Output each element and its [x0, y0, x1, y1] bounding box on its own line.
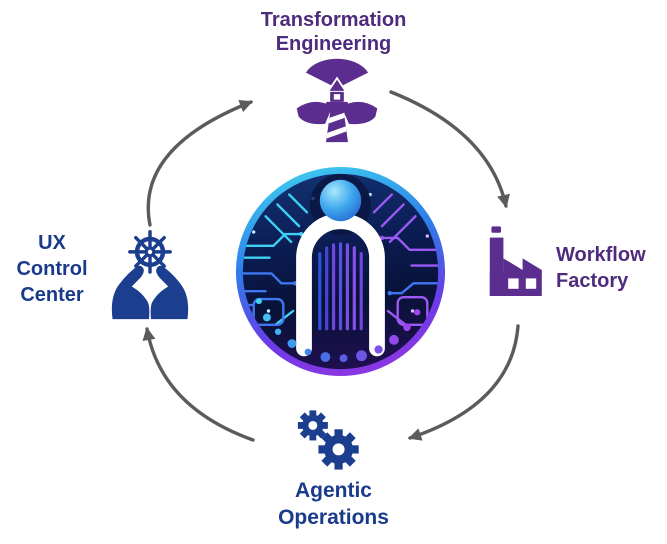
- factory-icon: [489, 226, 542, 296]
- label-line: Center: [20, 284, 84, 306]
- label-line: Control: [16, 258, 88, 280]
- label-line: Agentic: [294, 479, 372, 502]
- label-workflow-factory: Workflow Factory: [556, 242, 646, 294]
- label-ux-control-center: UX Control Center: [4, 230, 100, 308]
- circuit-emblem-logo: [235, 166, 446, 377]
- label-line: Operations: [278, 506, 389, 529]
- lighthouse-icon: [296, 58, 378, 143]
- label-line: UX: [38, 232, 66, 254]
- gears-icon: [297, 410, 359, 470]
- hands-helm-icon: [111, 229, 189, 320]
- label-line: Factory: [556, 270, 629, 292]
- label-line: Workflow: [556, 244, 646, 266]
- label-agentic-operations: Agentic Operations: [0, 477, 667, 531]
- label-transformation-engineering: Transformation Engineering: [0, 8, 667, 56]
- label-line: Transformation: [260, 9, 407, 31]
- label-line: Engineering: [275, 33, 392, 55]
